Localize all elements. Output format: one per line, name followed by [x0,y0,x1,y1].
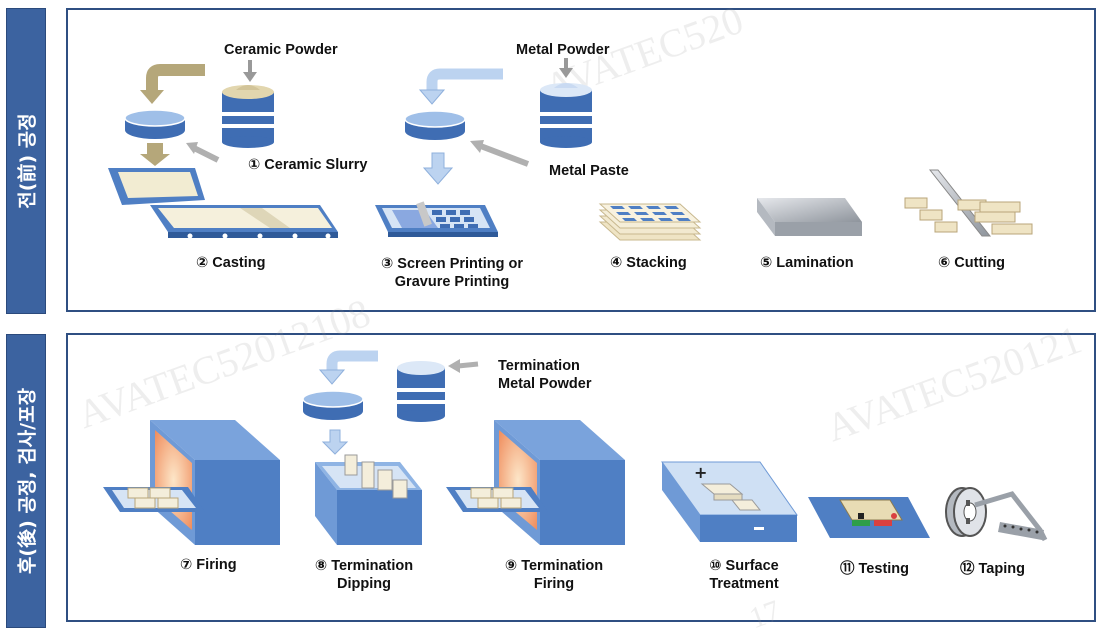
termination-firing-furnace [446,420,625,545]
firing-furnace [103,420,280,545]
metal-powder-label: Metal Powder [516,42,610,58]
metal-powder-container [540,83,592,148]
cut-chips [904,169,1033,237]
svg-text:+: + [694,463,707,482]
step-screen-printing-line2: Gravure Printing [394,274,510,290]
paste-dish [404,110,466,140]
screen-printing-table [375,201,498,237]
step-termination-dipping-label: ⑧ Termination Dipping [315,557,413,593]
termination-metal-powder-line2: Metal Powder [498,376,592,392]
metal-paste-label: Metal Paste [549,163,629,179]
test-board [808,497,930,538]
termination-metal-powder-label: Termination Metal Powder [498,357,591,393]
ceramic-feed-arrow [140,64,205,104]
termination-feed-arrow [318,350,378,385]
plating-tank: + [661,461,798,542]
step-casting-label: ② Casting [196,255,266,271]
step-cutting-label: ⑥ Cutting [938,255,1006,271]
slurry-dish [124,109,186,139]
step-ceramic-slurry-label: ① Ceramic Slurry [248,157,368,173]
step-screen-printing-line1: ③ Screen Printing or [381,256,523,272]
step-termination-dipping-line2: Dipping [337,576,391,592]
step-surface-treatment-line2: Treatment [709,576,779,592]
metal-feed-arrow [418,68,503,105]
termination-dish [302,390,364,420]
ceramic-powder-label: Ceramic Powder [224,42,338,58]
step-screen-printing-label: ③ Screen Printing or Gravure Printing [381,255,523,291]
front-process-panel [66,8,1096,312]
step-termination-firing-label: ⑨ Termination Firing [505,557,603,593]
termination-metal-powder-line1: Termination [498,358,580,374]
step-stacking-label: ④ Stacking [610,255,687,271]
step-termination-firing-line2: Firing [533,576,575,592]
front-process-sidebar: 전(前) 공정 [6,8,46,314]
casting-machine [108,168,338,239]
back-process-sidebar: 후(後) 공정, 검사/포장 [6,334,46,628]
step-taping-label: ⑫ Taping [960,561,1025,577]
laminated-block [757,198,862,236]
step-firing-label: ⑦ Firing [180,557,237,573]
step-lamination-label: ⑤ Lamination [760,255,854,271]
step-surface-treatment-line1: ⑩ Surface [709,558,779,574]
step-testing-label: ⑪ Testing [840,561,910,577]
taping-reel [945,487,1048,542]
step-termination-dipping-line1: ⑧ Termination [314,558,414,574]
ceramic-powder-container [222,85,274,148]
step-termination-firing-line1: ⑨ Termination [504,558,604,574]
dipping-bath [315,454,422,545]
termination-powder-container [397,361,445,422]
stacked-sheets [598,203,702,241]
step-surface-treatment-label: ⑩ Surface Treatment [709,557,779,593]
